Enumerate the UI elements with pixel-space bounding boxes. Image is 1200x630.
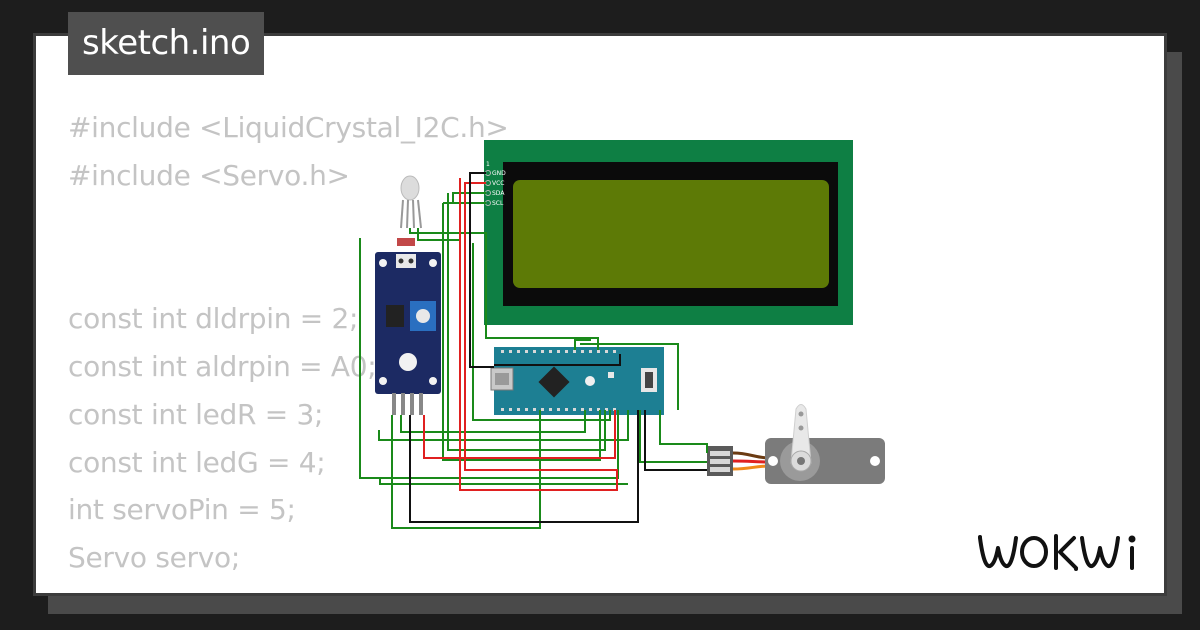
code-line: const int ledR = 3; bbox=[68, 397, 324, 431]
code-line: Servo servo; bbox=[68, 541, 240, 575]
wires bbox=[359, 172, 708, 529]
code-line: const int ledG = 4; bbox=[68, 445, 326, 479]
code-line: const int dldrpin = 2; bbox=[68, 302, 359, 336]
lcd-display[interactable]: 1 GND VCC SDA SCL bbox=[484, 140, 853, 325]
rgb-led[interactable] bbox=[400, 175, 422, 229]
code-editor: #include <LiquidCrystal_I2C.h> #include <… bbox=[68, 104, 509, 582]
lcd-pin-index: 1 bbox=[486, 161, 490, 168]
file-tab[interactable]: sketch.ino bbox=[68, 12, 265, 75]
arduino-nano[interactable] bbox=[490, 347, 664, 415]
code-line: const int aldrpin = A0; bbox=[68, 349, 377, 383]
lcd-pin-scl: SCL bbox=[492, 200, 504, 207]
code-line: #include <Servo.h> bbox=[68, 158, 350, 192]
lcd-pin-vcc: VCC bbox=[492, 180, 504, 187]
ldr-sensor-module[interactable] bbox=[375, 238, 441, 415]
servo-motor[interactable] bbox=[707, 404, 885, 485]
code-line: int servoPin = 5; bbox=[68, 493, 296, 527]
lcd-pin-gnd: GND bbox=[492, 170, 506, 177]
code-line: #include <LiquidCrystal_I2C.h> bbox=[68, 111, 509, 144]
lcd-pin-sda: SDA bbox=[492, 190, 505, 197]
wokwi-logo bbox=[978, 534, 1136, 571]
